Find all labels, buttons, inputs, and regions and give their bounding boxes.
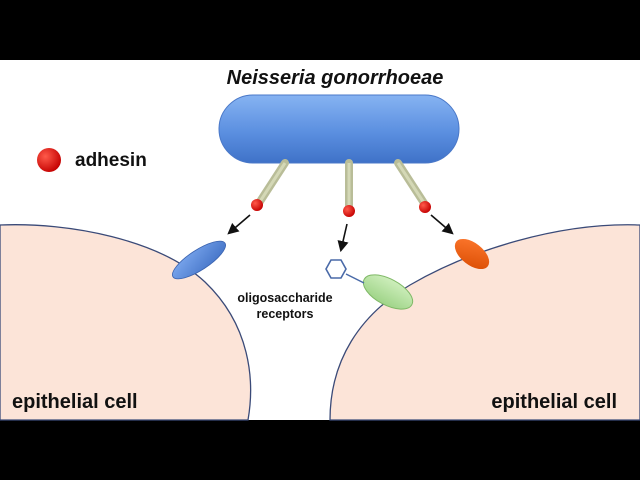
right-epithelial-cell (329, 224, 640, 421)
pilus-left-highlight (257, 162, 287, 204)
blue-receptor (172, 240, 226, 280)
legend-adhesin-label: adhesin (75, 150, 147, 171)
pilus-right-highlight (396, 162, 426, 204)
adhesin-middle (343, 205, 355, 217)
right-cell-label: epithelial cell (491, 391, 617, 413)
arrow-left (227, 214, 251, 235)
oligosaccharide-hexagon-icon (325, 259, 347, 279)
left-cell-label: epithelial cell (12, 391, 138, 413)
adhesin-left (251, 199, 263, 211)
green-receptor (362, 274, 414, 310)
adhesin-right (419, 201, 431, 213)
legend-adhesin-icon (37, 148, 61, 172)
receptor-label-line1: oligosaccharide (237, 291, 332, 305)
receptor-label-line2: receptors (257, 307, 314, 321)
arrow-right (430, 214, 454, 235)
orange-receptor (454, 238, 490, 270)
oligosaccharide-linker (345, 273, 365, 284)
bacterium-body (218, 94, 460, 164)
diagram-title: Neisseria gonorrhoeae (227, 67, 444, 89)
arrow-middle (337, 223, 349, 253)
